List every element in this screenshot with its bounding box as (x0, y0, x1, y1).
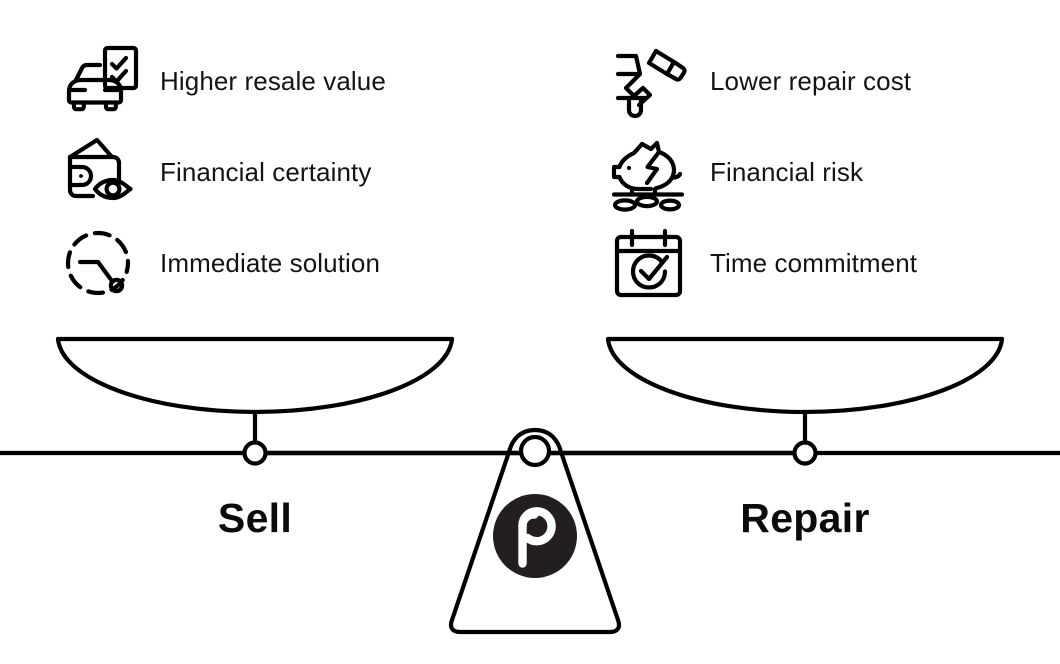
peddle-p-logo (493, 494, 577, 578)
benefit-label: Time commitment (710, 247, 918, 278)
broken-piggy-bank-icon (610, 127, 702, 218)
benefit-item-financial-certainty: Financial certainty (60, 127, 530, 218)
fulcrum-pivot-icon (518, 434, 552, 468)
dashed-clock-icon (60, 218, 152, 309)
benefit-label: Immediate solution (160, 247, 381, 278)
scale-pan-right (605, 336, 1005, 415)
benefit-label: Lower repair cost (710, 65, 912, 96)
side-title-repair: Repair (740, 495, 870, 541)
scale-pan-left (55, 336, 455, 415)
side-title-sell: Sell (217, 495, 293, 541)
wallet-eye-icon (60, 127, 152, 218)
pivot-left-icon (242, 440, 268, 466)
benefit-item-immediate-solution: Immediate solution (60, 218, 530, 309)
benefits-list-sell: Higher resale value Financial certainty (60, 36, 530, 309)
benefits-list-repair: Lower repair cost (610, 36, 1040, 309)
car-checklist-icon (60, 36, 152, 127)
benefit-item-time-commitment: Time commitment (610, 218, 1040, 309)
fulcrum-body (448, 427, 622, 635)
benefit-label: Financial risk (710, 156, 864, 187)
benefit-item-financial-risk: Financial risk (610, 127, 1040, 218)
benefit-item-lower-repair-cost: Lower repair cost (610, 36, 1040, 127)
pivot-right-icon (792, 440, 818, 466)
calendar-check-icon (610, 218, 702, 309)
benefit-label: Higher resale value (160, 65, 386, 96)
wrench-hammer-icon (610, 36, 702, 127)
benefit-item-higher-resale-value: Higher resale value (60, 36, 530, 127)
benefit-label: Financial certainty (160, 156, 372, 187)
